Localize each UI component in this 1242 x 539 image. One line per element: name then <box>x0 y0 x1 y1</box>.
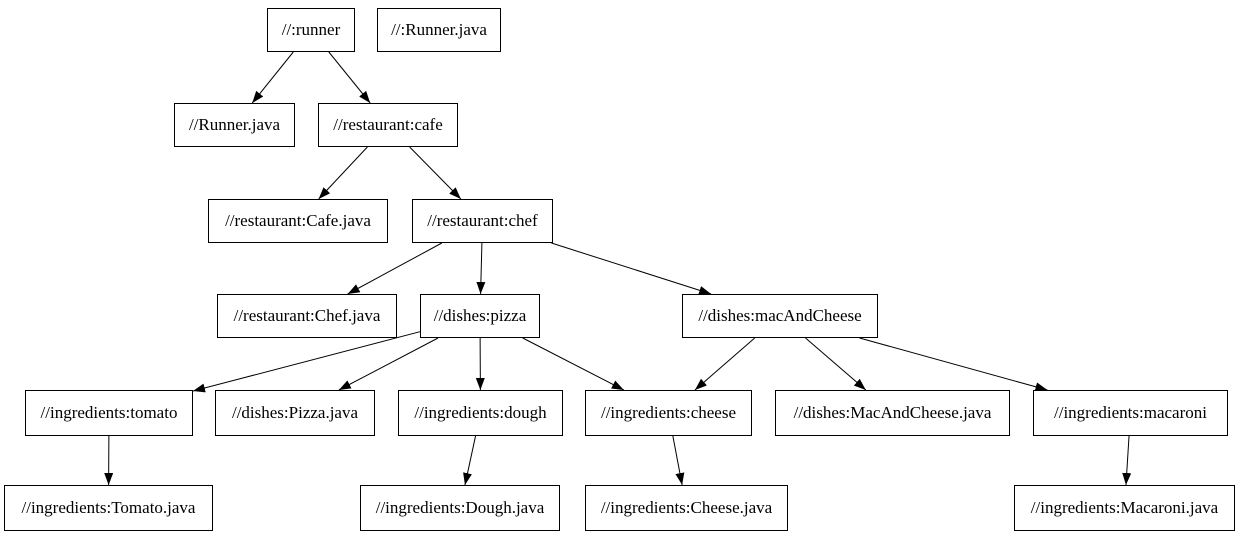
graph-node-label: //ingredients:Tomato.java <box>21 498 196 517</box>
graph-node-label: //:runner <box>281 20 341 39</box>
edge-runner-to-cafe <box>328 51 371 104</box>
graph-node-mac_java: //dishes:MacAndCheese.java <box>775 390 1010 436</box>
graph-node-label: //restaurant:chef <box>427 211 538 230</box>
edge-chef-to-mac <box>551 242 712 295</box>
graph-node-slash_runner_java: //Runner.java <box>174 103 295 147</box>
graph-node-label: //ingredients:Macaroni.java <box>1030 498 1219 517</box>
graph-node-label: //ingredients:cheese <box>600 403 736 422</box>
graph-node-label: //dishes:MacAndCheese.java <box>793 403 992 422</box>
edge-pizza-to-pizza_java <box>338 337 439 391</box>
edge-pizza-to-cheese <box>522 337 625 391</box>
graph-node-label: //dishes:macAndCheese <box>698 306 862 325</box>
graph-node-cafe_java: //restaurant:Cafe.java <box>208 199 388 243</box>
graph-node-tomato_java: //ingredients:Tomato.java <box>4 485 213 531</box>
edge-dough-to-dough_java <box>463 435 477 486</box>
graph-node-label: //:Runner.java <box>391 20 487 39</box>
edge-cheese-to-cheese_java <box>672 435 685 486</box>
edge-macaroni-to-macaroni_java <box>1122 435 1132 486</box>
edge-runner-to-slash_runner_java <box>251 51 294 104</box>
graph-node-cafe: //restaurant:cafe <box>318 103 458 147</box>
graph-node-cheese: //ingredients:cheese <box>585 390 752 436</box>
edge-chef-to-chef_java <box>347 242 443 295</box>
graph-node-label: //dishes:Pizza.java <box>231 403 359 422</box>
graph-node-label: //ingredients:tomato <box>40 403 178 422</box>
graph-node-label: //restaurant:cafe <box>333 115 443 134</box>
graph-node-chef_java: //restaurant:Chef.java <box>217 294 397 338</box>
graph-node-runner_java_top: //:Runner.java <box>377 8 501 52</box>
edge-pizza-to-tomato <box>192 331 421 393</box>
graph-node-cheese_java: //ingredients:Cheese.java <box>585 485 788 531</box>
edge-mac-to-macaroni <box>859 337 1048 392</box>
edge-mac-to-mac_java <box>805 337 867 391</box>
graph-node-dough_java: //ingredients:Dough.java <box>360 485 560 531</box>
graph-node-macaroni: //ingredients:macaroni <box>1033 390 1228 436</box>
edge-cafe-to-cafe_java <box>318 146 368 200</box>
graph-node-chef: //restaurant:chef <box>412 199 553 243</box>
graph-node-pizza: //dishes:pizza <box>420 294 540 338</box>
edge-chef-to-pizza <box>476 242 486 295</box>
graph-node-tomato: //ingredients:tomato <box>25 390 193 436</box>
graph-node-label: //ingredients:Cheese.java <box>600 498 773 517</box>
graph-node-label: //ingredients:Dough.java <box>375 498 545 517</box>
graph-node-label: //ingredients:macaroni <box>1054 403 1207 422</box>
graph-node-macaroni_java: //ingredients:Macaroni.java <box>1014 485 1235 531</box>
graph-node-pizza_java: //dishes:Pizza.java <box>215 390 375 436</box>
edge-mac-to-cheese <box>694 337 756 391</box>
graph-node-label: //dishes:pizza <box>433 306 527 325</box>
graph-node-label: //restaurant:Chef.java <box>233 306 381 325</box>
graph-node-label: //Runner.java <box>188 115 281 134</box>
graph-node-dough: //ingredients:dough <box>398 390 563 436</box>
graph-node-runner: //:runner <box>267 8 355 52</box>
graph-node-mac: //dishes:macAndCheese <box>682 294 878 338</box>
graph-node-label: //ingredients:dough <box>414 403 547 422</box>
edge-group <box>104 51 1132 486</box>
graph-node-label: //restaurant:Cafe.java <box>225 211 371 230</box>
edge-cafe-to-chef <box>409 146 462 200</box>
